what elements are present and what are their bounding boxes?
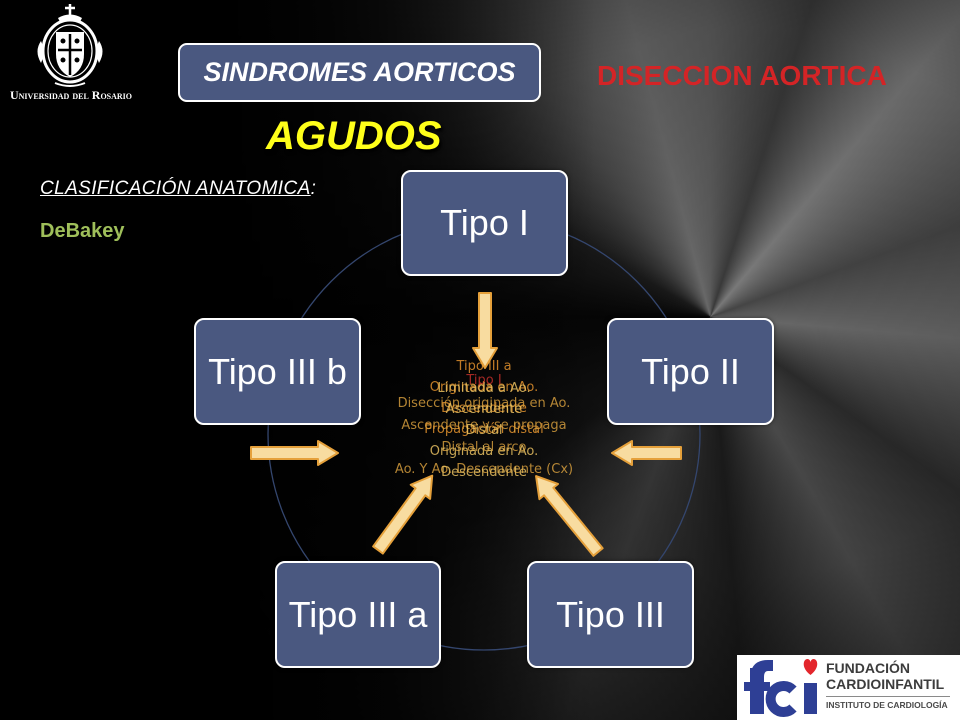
- node-label: Tipo II: [641, 350, 740, 392]
- acute-heading: AGUDOS: [266, 114, 442, 158]
- center-text-line: Propagación distal: [424, 422, 544, 437]
- center-text-line: Disección originada en Ao.: [397, 396, 571, 411]
- center-text-line: Ao. Y Ao. Descendente (Cx): [394, 462, 574, 477]
- node-tipo-iii-a: Tipo III a: [275, 561, 441, 668]
- university-name: Universidad del Rosario: [9, 88, 133, 102]
- classification-label-text: CLASIFICACIÓN ANATOMICA: [40, 178, 311, 199]
- center-text-line: Descendente: [441, 401, 527, 416]
- center-text-line: Ascendente y se propaga: [401, 418, 567, 433]
- center-text-line: Limitada a Ao.: [437, 381, 531, 396]
- institute-name: INSTITUTO DE CARDIOLOGÍA: [826, 700, 948, 710]
- center-text-line: Distal al arco: [441, 440, 527, 455]
- fci-mark-icon: [744, 659, 818, 717]
- topic-box: SINDROMES AORTICOS: [178, 43, 541, 102]
- node-tipo-i: Tipo I: [401, 170, 568, 276]
- dissection-title: DISECCION AORTICA: [597, 60, 887, 91]
- center-text-layer: Tipo III a Originada en Ao. Descendente …: [334, 356, 634, 440]
- node-tipo-iii: Tipo III: [527, 561, 694, 668]
- foundation-label: FUNDACIÓN: [826, 660, 910, 676]
- fci-logo: FUNDACIÓN CARDIOINFANTIL INSTITUTO DE CA…: [737, 655, 960, 720]
- classification-label-colon: :: [310, 178, 317, 199]
- node-label: Tipo III: [556, 593, 665, 635]
- center-text-line: Descendente: [441, 465, 527, 480]
- arrow-tipo-iii-b-to-center: [250, 440, 339, 466]
- heart-icon: [803, 659, 818, 675]
- foundation-name: CARDIOINFANTIL: [826, 676, 945, 692]
- node-tipo-iii-b: Tipo III b: [194, 318, 361, 425]
- classification-label: CLASIFICACIÓN ANATOMICA:: [40, 178, 316, 200]
- node-tipo-ii: Tipo II: [607, 318, 774, 425]
- node-label: Tipo I: [440, 202, 529, 243]
- classification-scheme: DeBakey: [40, 220, 125, 242]
- center-text-line: Originada en Ao.: [429, 380, 539, 395]
- center-text-layer: Disección originada en Ao. Ascendente y …: [334, 393, 634, 481]
- center-text-layer: Limitada a Ao. Ascendente Distal Origina…: [334, 378, 634, 483]
- center-text-layer: Tipo I: [334, 370, 634, 391]
- center-text-line: Ascendente: [445, 402, 523, 417]
- university-seal-icon: [37, 4, 103, 87]
- topic-title: SINDROMES AORTICOS: [203, 57, 516, 87]
- node-label: Tipo III a: [288, 593, 428, 635]
- center-text-line: Distal: [465, 423, 503, 438]
- logo-divider: [826, 696, 950, 697]
- center-text-line: Tipo I: [466, 373, 502, 388]
- center-text-line: Originada en Ao.: [429, 444, 539, 459]
- node-label: Tipo III b: [208, 350, 347, 392]
